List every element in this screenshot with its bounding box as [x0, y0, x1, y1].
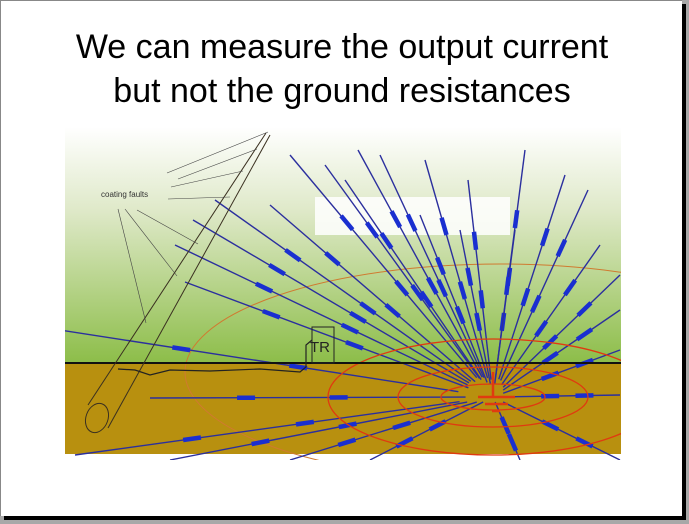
current-arrow-icon: [339, 214, 355, 232]
current-lines: [65, 149, 621, 460]
current-arrow-icon: [435, 256, 446, 276]
soil-area: [65, 364, 621, 454]
current-line: [65, 330, 459, 393]
current-arrow-icon: [337, 437, 357, 448]
transformer-rectifier-label: TR: [310, 339, 330, 356]
current-line: [499, 189, 589, 381]
current-arrow-icon: [295, 419, 315, 427]
transformer-rectifier-box: [311, 326, 335, 364]
current-line: [369, 401, 484, 460]
current-line: [169, 401, 468, 460]
current-arrow-icon: [379, 232, 394, 250]
current-arrow-icon: [575, 436, 594, 449]
current-line: [214, 199, 472, 382]
pipeline: [84, 132, 271, 434]
current-arrow-icon: [529, 294, 542, 313]
equipotential-3: [327, 338, 621, 456]
current-arrow-icon: [465, 267, 474, 287]
ground-bed-anode-icon: [478, 372, 515, 413]
coating-faults-label: coating faults: [101, 190, 148, 199]
current-arrow-icon: [555, 238, 568, 258]
current-arrow-icon: [405, 213, 418, 232]
current-arrow-icon: [499, 416, 511, 435]
current-arrow-icon: [471, 231, 479, 250]
current-arrow-icon: [359, 301, 377, 316]
current-arrow-icon: [541, 350, 559, 365]
current-arrow-icon: [436, 278, 448, 298]
current-arrow-icon: [172, 345, 191, 353]
current-line: [500, 244, 601, 386]
current-line: [379, 154, 485, 378]
current-arrow-icon: [324, 251, 341, 267]
current-line: [459, 229, 492, 384]
current-arrow-icon: [534, 319, 549, 338]
current-line: [424, 159, 489, 379]
current-arrow-icon: [340, 322, 359, 335]
current-arrow-icon: [540, 370, 560, 382]
current-arrow-icon: [439, 217, 449, 236]
current-line: [269, 204, 476, 383]
current-line: [467, 179, 492, 380]
equipotential-2: [397, 366, 589, 428]
current-arrow-icon: [419, 290, 434, 309]
current-line: [503, 394, 621, 398]
cable: [117, 339, 313, 376]
current-line: [324, 164, 481, 379]
current-line: [498, 174, 566, 380]
current-arrow-icon: [539, 227, 550, 247]
current-arrow-icon: [478, 290, 486, 309]
current-arrow-icon: [506, 433, 519, 452]
current-arrow-icon: [364, 221, 380, 239]
current-arrow-icon: [254, 281, 274, 294]
current-arrow-icon: [268, 263, 286, 277]
current-arrow-icon: [251, 438, 270, 447]
current-arrow-icon: [474, 312, 483, 332]
current-line: [289, 401, 477, 460]
current-arrow-icon: [262, 308, 281, 320]
current-line: [502, 309, 621, 391]
current-arrow-icon: [457, 281, 468, 300]
current-arrow-icon: [392, 420, 411, 431]
current-line: [344, 179, 482, 381]
current-line: [502, 401, 621, 460]
slide-title: We can measure the output current but no…: [1, 25, 683, 113]
current-line: [174, 244, 468, 386]
current-arrow-icon: [575, 327, 594, 342]
current-arrow-icon: [512, 209, 520, 229]
current-arrow-icon: [182, 435, 202, 443]
current-line: [289, 154, 478, 379]
current-arrow-icon: [504, 276, 511, 296]
title-line-2: but not the ground resistances: [113, 72, 571, 110]
current-arrow-icon: [563, 278, 578, 297]
current-arrow-icon: [425, 276, 439, 295]
sky-area: [65, 127, 621, 364]
current-arrow-icon: [338, 421, 357, 430]
current-arrow-icon: [345, 339, 364, 351]
current-line: [419, 214, 488, 383]
title-line-1: We can measure the output current: [75, 28, 609, 66]
current-line: [184, 281, 469, 389]
current-arrow-icon: [284, 248, 302, 263]
current-arrow-icon: [454, 305, 466, 325]
current-line: [192, 219, 470, 384]
coating-fault-pointers: [117, 131, 269, 324]
equipotential-outer: [184, 263, 621, 460]
current-arrow-icon: [349, 310, 367, 324]
current-arrow-icon: [394, 279, 410, 297]
current-arrow-icon: [389, 210, 403, 229]
current-line: [74, 400, 460, 456]
current-arrow-icon: [520, 287, 531, 307]
current-arrow-icon: [384, 303, 401, 319]
current-arrow-icon: [576, 301, 593, 318]
current-arrow-icon: [288, 363, 308, 371]
current-line: [149, 396, 466, 399]
current-arrow-icon: [410, 283, 425, 302]
